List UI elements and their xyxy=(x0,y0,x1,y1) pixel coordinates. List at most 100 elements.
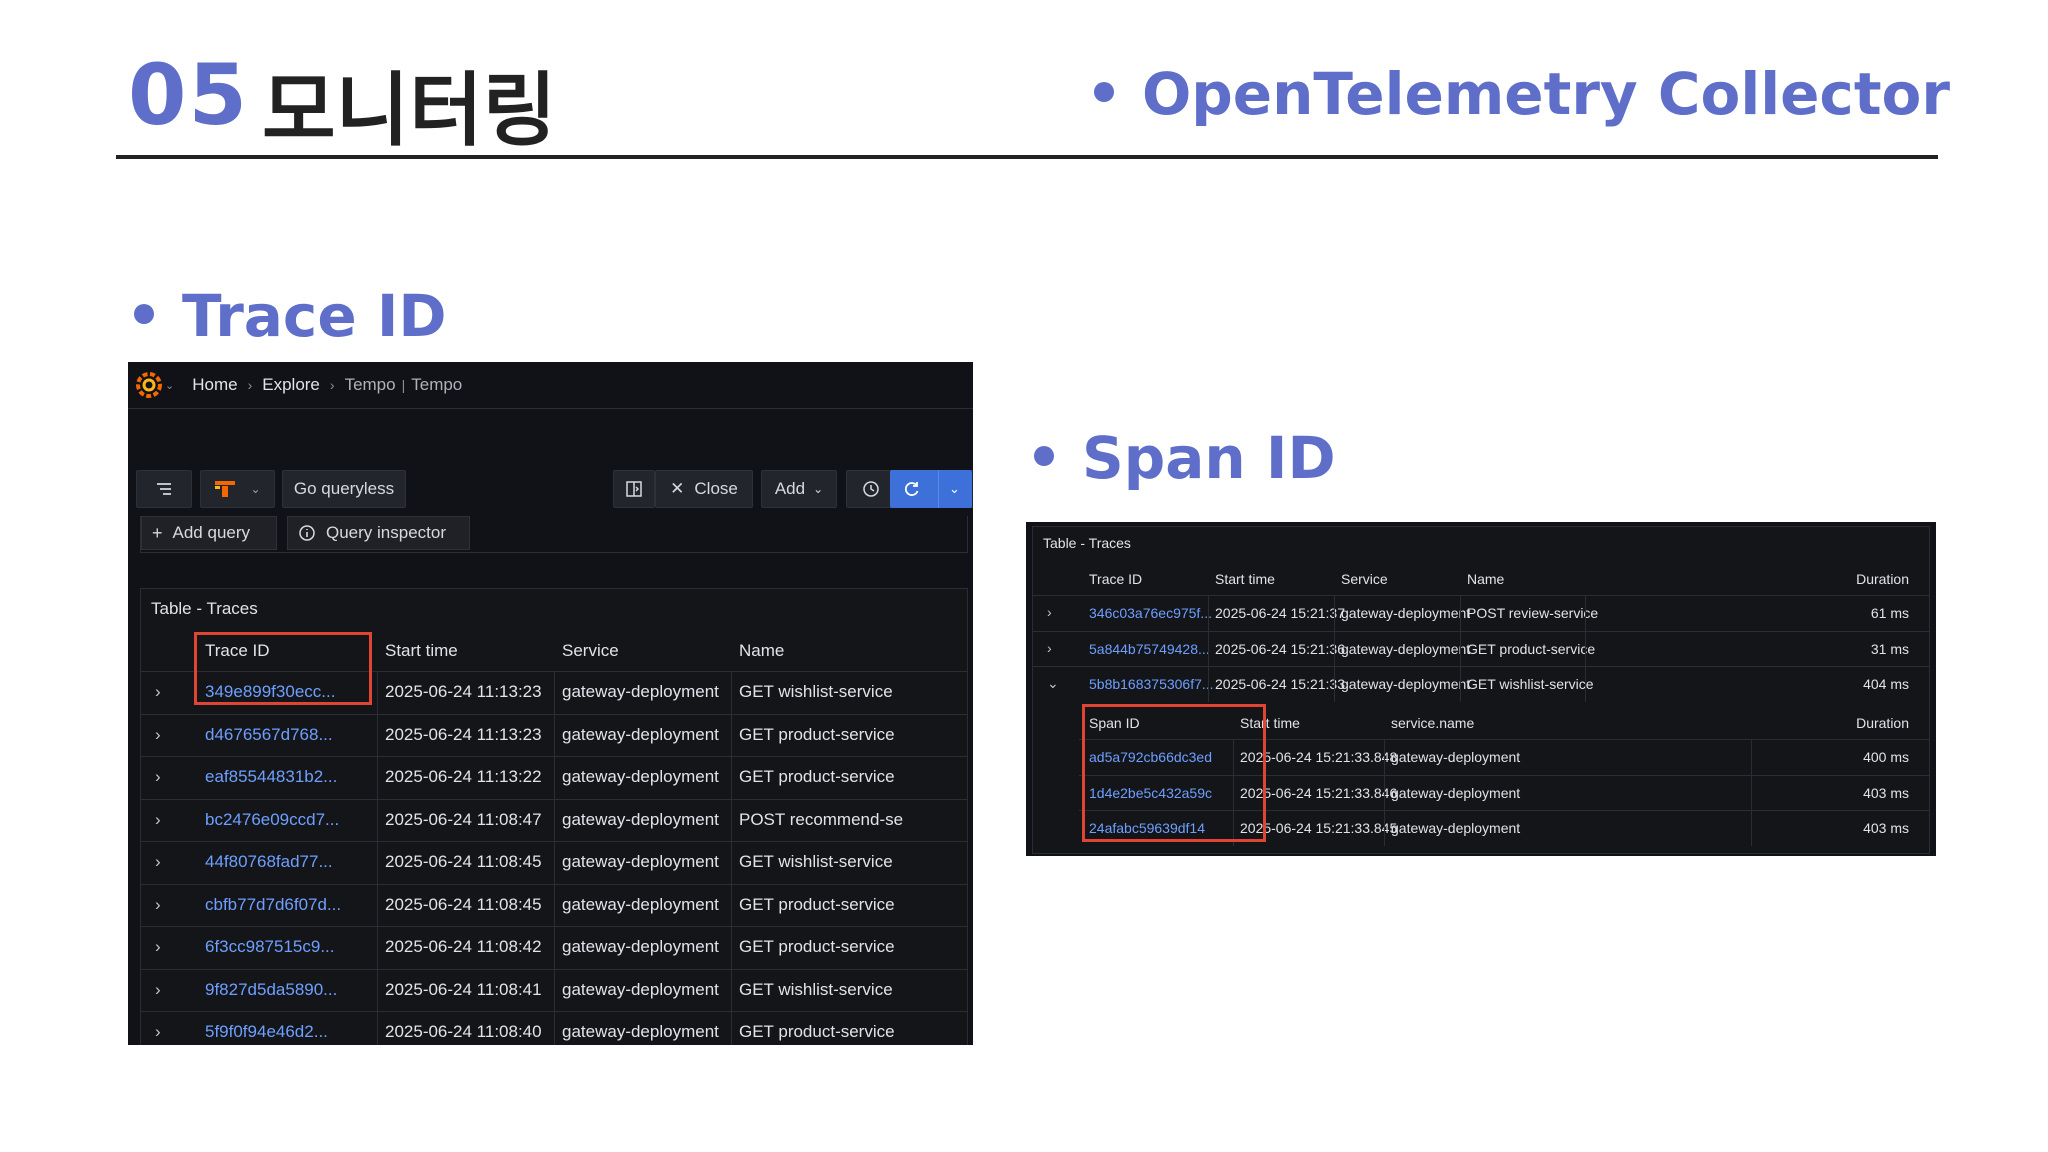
trace-id-link[interactable]: 6f3cc987515c9... xyxy=(205,937,335,956)
chevron-right-icon[interactable]: › xyxy=(155,682,161,701)
menu-button[interactable] xyxy=(136,470,192,508)
column-divider xyxy=(1751,775,1752,811)
top-bar: ⌄ Home › Explore › Tempo | Tempo xyxy=(128,362,973,409)
chevron-right-icon[interactable]: › xyxy=(155,809,161,829)
column-divider xyxy=(731,969,732,1012)
chevron-right-icon[interactable]: › xyxy=(1047,604,1052,620)
chevron-right-icon[interactable]: › xyxy=(155,767,161,786)
column-header-name[interactable]: Name xyxy=(1467,571,1505,587)
name-cell: GET wishlist-service xyxy=(739,979,893,999)
service-cell: gateway-deployment xyxy=(562,852,719,871)
run-query-button[interactable]: ⌄ xyxy=(890,470,972,508)
span-id-link[interactable]: ad5a792cb66dc3ed xyxy=(1089,749,1213,765)
breadcrumb-tempo[interactable]: Tempo xyxy=(344,375,396,394)
clock-icon xyxy=(863,481,879,497)
chevron-right-icon[interactable]: › xyxy=(155,724,161,744)
span-service-cell: gateway-deployment xyxy=(1391,784,1521,801)
chevron-right-icon[interactable]: › xyxy=(155,852,161,871)
column-header-trace-id[interactable]: Trace ID xyxy=(205,641,270,660)
trace-id-link[interactable]: d4676567d768... xyxy=(205,724,333,744)
column-divider xyxy=(554,672,555,714)
column-divider xyxy=(1208,631,1209,667)
column-divider xyxy=(554,714,555,757)
column-divider xyxy=(1384,740,1385,775)
column-header-start-time[interactable]: Start time xyxy=(1215,571,1275,587)
column-header-name[interactable]: Name xyxy=(739,641,785,660)
trace-id-link[interactable]: cbfb77d7d6f07d... xyxy=(205,894,342,914)
duration-cell: 61 ms xyxy=(1870,605,1909,621)
trace-id-link[interactable]: 44f80768fad77... xyxy=(205,852,333,871)
column-header-service[interactable]: Service xyxy=(1341,571,1388,587)
query-inspector-button[interactable]: Query inspector xyxy=(287,516,470,550)
span-id-link[interactable]: 24afabc59639df14 xyxy=(1089,820,1205,836)
split-pane-button[interactable] xyxy=(613,470,655,508)
chevron-down-icon: ⌄ xyxy=(813,482,824,496)
start-time-cell: 2025-06-24 15:21:36 xyxy=(1215,640,1345,657)
chevron-right-icon[interactable]: › xyxy=(155,894,161,914)
trace-id-link[interactable]: 5a844b75749428... xyxy=(1089,640,1210,657)
span-duration-cell: 403 ms xyxy=(1863,784,1909,801)
datasource-picker[interactable]: ⌄ xyxy=(200,470,275,508)
column-header-duration[interactable]: Duration xyxy=(1856,571,1909,587)
close-button[interactable]: ✕ Close xyxy=(655,470,753,508)
span-id-heading-text: Span ID xyxy=(1082,424,1336,492)
span-column-header-service-name[interactable]: service.name xyxy=(1391,715,1475,731)
add-button[interactable]: Add ⌄ xyxy=(761,470,837,508)
span-duration-cell: 403 ms xyxy=(1863,820,1909,836)
breadcrumb-explore[interactable]: Explore xyxy=(262,375,320,394)
grafana-explore-screenshot: ⌄ Home › Explore › Tempo | Tempo ⌄ Go qu… xyxy=(128,362,973,1045)
add-button-label: Add xyxy=(774,479,806,498)
bullet-dot xyxy=(1034,445,1054,466)
column-divider xyxy=(1460,667,1461,702)
chevron-down-icon[interactable]: ⌄ xyxy=(165,379,175,392)
service-cell: gateway-deployment xyxy=(1341,605,1471,621)
trace-id-link[interactable]: eaf85544831b2... xyxy=(205,767,338,786)
trace-id-link[interactable]: 5f9f0f94e46d2... xyxy=(205,1022,328,1041)
span-id-link[interactable]: 1d4e2be5c432a59c xyxy=(1089,784,1213,801)
service-cell: gateway-deployment xyxy=(562,979,719,999)
trace-id-link[interactable]: bc2476e09ccd7... xyxy=(205,809,340,829)
chevron-right-icon[interactable]: › xyxy=(155,979,161,999)
go-queryless-button[interactable]: Go queryless xyxy=(282,470,406,508)
breadcrumb-home[interactable]: Home xyxy=(192,375,238,394)
trace-id-link[interactable]: 349e899f30ecc... xyxy=(205,682,336,701)
header-subtitle: OpenTelemetry Collector xyxy=(1093,60,1950,128)
chevron-right-icon[interactable]: › xyxy=(1047,639,1052,656)
column-header-trace-id[interactable]: Trace ID xyxy=(1089,571,1143,587)
column-divider xyxy=(1460,631,1461,667)
trace-id-link[interactable]: 9f827d5da5890... xyxy=(205,979,338,999)
column-header-start-time[interactable]: Start time xyxy=(385,641,458,660)
chevron-down-icon[interactable]: ⌄ xyxy=(1047,675,1059,691)
name-cell: GET wishlist-service xyxy=(739,682,893,701)
chevron-right-icon[interactable]: › xyxy=(155,1022,161,1041)
span-column-header-start-time[interactable]: Start time xyxy=(1240,715,1300,731)
trace-id-link[interactable]: 5b8b168375306f7... xyxy=(1089,676,1214,692)
info-circle-icon xyxy=(299,525,315,541)
span-table-screenshot: Table - Traces Trace ID Start time Servi… xyxy=(1026,522,1936,856)
breadcrumb-tempo-datasource[interactable]: Tempo xyxy=(411,375,463,394)
add-query-button[interactable]: + Add query xyxy=(141,516,277,550)
chevron-right-icon[interactable]: › xyxy=(155,937,161,956)
grafana-logo-icon[interactable] xyxy=(136,372,162,398)
panel-title: Table - Traces xyxy=(151,599,258,618)
column-header-service[interactable]: Service xyxy=(562,641,619,660)
trace-id-link[interactable]: 346c03a76ec975f... xyxy=(1089,605,1212,621)
column-divider xyxy=(1208,596,1209,631)
span-column-header-duration[interactable]: Duration xyxy=(1856,715,1909,731)
span-column-header-span-id[interactable]: Span ID xyxy=(1089,715,1140,731)
